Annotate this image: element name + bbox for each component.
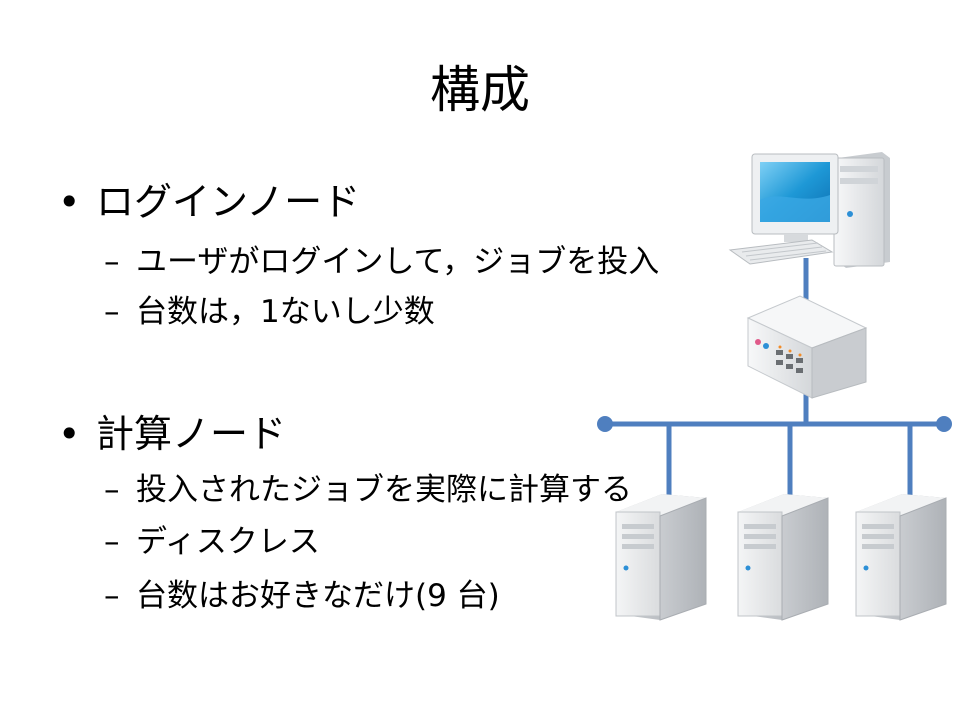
compute-node-item-row: – 投入されたジョブを実際に計算する <box>0 470 720 512</box>
compute-node-heading-row: • 計算ノード <box>0 410 600 460</box>
login-node-item: ユーザがログインして，ジョブを投入 <box>136 244 660 280</box>
dash-icon: – <box>104 578 120 614</box>
compute-node-item-row: – ディスクレス <box>0 522 720 564</box>
bullet-icon: • <box>58 180 81 224</box>
login-node-heading-row: • ログインノード <box>0 178 600 228</box>
login-node-heading: ログインノード <box>96 180 361 224</box>
compute-node-item-row: – 台数はお好きなだけ(9 台) <box>0 576 720 618</box>
compute-node-item: 台数はお好きなだけ(9 台) <box>136 578 500 614</box>
network-diagram <box>597 152 952 621</box>
slide-title: 構成 <box>430 61 530 119</box>
switch-icon <box>746 295 868 399</box>
compute-node-item: ディスクレス <box>136 524 320 560</box>
server-icon <box>615 494 707 621</box>
login-node-item-row: – ユーザがログインして，ジョブを投入 <box>0 242 720 284</box>
dash-icon: – <box>104 244 120 280</box>
login-node-item: 台数は，1ないし少数 <box>136 294 435 330</box>
dash-icon: – <box>104 524 120 560</box>
server-icon <box>737 494 829 621</box>
bus-endpoint-icon <box>936 416 952 432</box>
dash-icon: – <box>104 294 120 330</box>
computer-icon <box>728 152 890 268</box>
server-icon <box>855 494 947 621</box>
compute-node-item: 投入されたジョブを実際に計算する <box>136 472 632 508</box>
compute-node-heading: 計算ノード <box>96 412 287 456</box>
login-node-item-row: – 台数は，1ないし少数 <box>0 292 720 334</box>
dash-icon: – <box>104 472 120 508</box>
bus-endpoint-icon <box>597 416 613 432</box>
bullet-icon: • <box>58 412 81 456</box>
